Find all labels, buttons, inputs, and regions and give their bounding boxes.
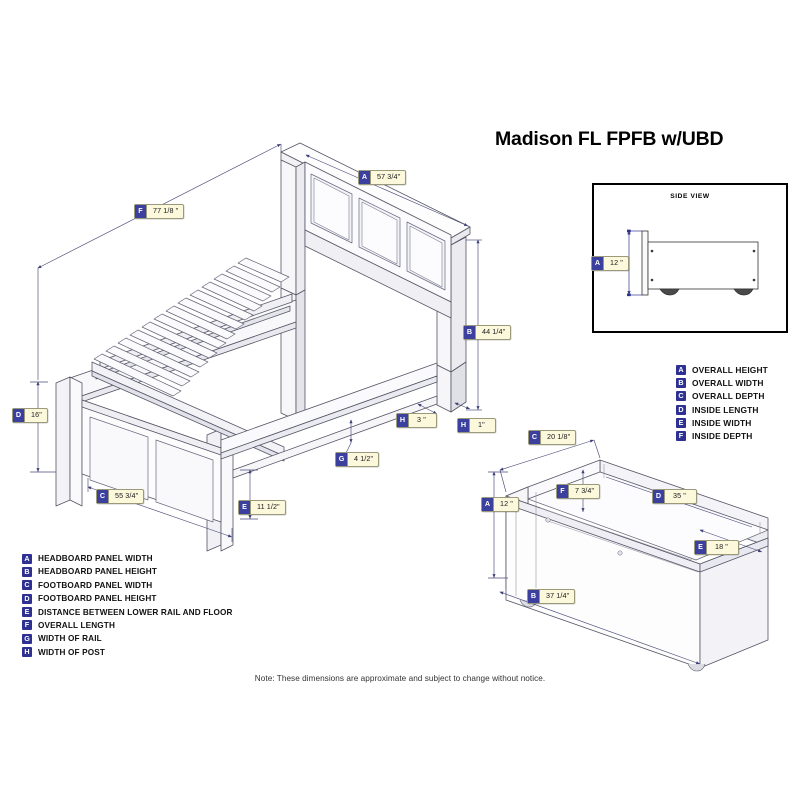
callout-value: 7 3/4" (575, 486, 595, 495)
callout-headboard-panel-height: B 44 1/4" (463, 325, 512, 340)
legend-item: C FOOTBOARD PANEL WIDTH (22, 580, 233, 591)
legend-badge: D (676, 404, 686, 415)
callout-value: 37 1/4" (546, 591, 570, 600)
callout-headboard-panel-width: A 57 3/4" (358, 170, 407, 185)
callout-letter: H (397, 414, 409, 427)
legend-badge: H (22, 647, 32, 658)
drawer-callout-overall-width: B 37 1/4" (527, 589, 576, 604)
legend-label: OVERALL LENGTH (38, 620, 116, 630)
callout-value: 4 1/2" (354, 454, 374, 463)
callout-value: 1" (478, 420, 485, 429)
callout-letter: B (464, 326, 476, 339)
bed-legend: A HEADBOARD PANEL WIDTH B HEADBOARD PANE… (22, 553, 233, 660)
legend-badge: A (676, 364, 686, 375)
callout-footboard-panel-height: D 16" (12, 408, 48, 423)
callout-value: 11 1/2" (257, 502, 280, 511)
callout-letter: A (482, 498, 494, 511)
legend-badge: B (676, 377, 686, 388)
legend-label: INSIDE LENGTH (692, 404, 759, 415)
legend-label: HEADBOARD PANEL HEIGHT (38, 567, 157, 577)
legend-badge: C (22, 580, 32, 591)
legend-badge: G (22, 633, 32, 644)
callout-value: 57 3/4" (377, 172, 401, 181)
callout-letter: D (653, 490, 665, 503)
drawer-callout-inside-depth: F 7 3/4" (556, 484, 601, 499)
legend-label: OVERALL DEPTH (692, 391, 765, 402)
legend-label: WIDTH OF RAIL (38, 634, 102, 644)
legend-badge: F (22, 620, 32, 631)
side-view-callout-overall-height: A 12 " (591, 256, 629, 271)
callout-value: 35 " (673, 491, 686, 500)
legend-badge: E (22, 607, 32, 618)
callout-letter: F (135, 205, 147, 218)
callout-value: 44 1/4" (482, 327, 506, 336)
callout-letter: C (97, 490, 109, 503)
side-view-title: SIDE VIEW (670, 193, 710, 200)
legend-label: WIDTH OF POST (38, 647, 105, 657)
legend-item: B HEADBOARD PANEL HEIGHT (22, 566, 233, 577)
legend-badge: D (22, 593, 32, 604)
legend-item: A OVERALL HEIGHT (676, 364, 768, 375)
callout-overall-length: F 77 1/8 " (134, 204, 185, 219)
callout-letter: H (458, 419, 470, 432)
callout-value: 16" (31, 410, 42, 419)
legend-badge: C (676, 391, 686, 402)
page-title: Madison FL FPFB w/UBD (495, 128, 724, 150)
legend-badge: B (22, 566, 32, 577)
callout-letter: C (529, 431, 541, 444)
callout-value: 77 1/8 " (153, 206, 179, 215)
legend-item: H WIDTH OF POST (22, 647, 233, 658)
drawer-callout-inside-length: D 35 " (652, 489, 697, 504)
callout-value: 20 1/8" (547, 432, 571, 441)
legend-item: F INSIDE DEPTH (676, 431, 768, 442)
callout-width-of-post-1in: H 1" (457, 418, 496, 433)
legend-item: B OVERALL WIDTH (676, 377, 768, 388)
legend-label: INSIDE DEPTH (692, 431, 753, 442)
legend-label: DISTANCE BETWEEN LOWER RAIL AND FLOOR (38, 607, 233, 617)
legend-item: D INSIDE LENGTH (676, 404, 768, 415)
callout-value: 12 " (610, 258, 623, 267)
legend-badge: E (676, 418, 686, 429)
legend-item: D FOOTBOARD PANEL HEIGHT (22, 593, 233, 604)
callout-width-of-post-3in: H 3 " (396, 413, 437, 428)
callout-value: 12 " (500, 499, 513, 508)
footer-note: Note: These dimensions are approximate a… (254, 674, 546, 683)
legend-label: FOOTBOARD PANEL HEIGHT (38, 594, 157, 604)
callout-value: 3 " (417, 415, 426, 424)
callout-letter: A (359, 171, 371, 184)
callout-value: 55 3/4" (115, 491, 139, 500)
drawer-callout-inside-width: E 18 " (694, 540, 739, 555)
legend-badge: F (676, 431, 686, 442)
side-view-inset: SIDE VIEW (591, 183, 788, 333)
legend-item: G WIDTH OF RAIL (22, 633, 233, 644)
callout-letter: D (13, 409, 25, 422)
legend-label: HEADBOARD PANEL WIDTH (38, 554, 153, 563)
legend-item: C OVERALL DEPTH (676, 391, 768, 402)
legend-item: F OVERALL LENGTH (22, 620, 233, 631)
callout-value: 18 " (715, 542, 728, 551)
callout-footboard-panel-width: C 55 3/4" (96, 489, 145, 504)
callout-letter: E (239, 501, 251, 514)
drawer-legend: A OVERALL HEIGHT B OVERALL WIDTH C OVERA… (676, 364, 768, 444)
legend-label: OVERALL HEIGHT (692, 364, 768, 375)
legend-badge: A (22, 553, 32, 564)
callout-letter: B (528, 590, 540, 603)
legend-item: A HEADBOARD PANEL WIDTH (22, 553, 233, 564)
legend-item: E DISTANCE BETWEEN LOWER RAIL AND FLOOR (22, 607, 233, 618)
callout-letter: A (592, 257, 604, 270)
legend-label: FOOTBOARD PANEL WIDTH (38, 580, 153, 590)
legend-label: INSIDE WIDTH (692, 418, 752, 429)
callout-letter: E (695, 541, 707, 554)
callout-width-of-rail: G 4 1/2" (335, 452, 380, 467)
callout-letter: G (336, 453, 348, 466)
legend-item: E INSIDE WIDTH (676, 418, 768, 429)
callout-lower-rail-to-floor: E 11 1/2" (238, 500, 286, 515)
callout-letter: F (557, 485, 569, 498)
drawer-callout-overall-height: A 12 " (481, 497, 519, 512)
side-view-drawing (627, 229, 759, 297)
drawer-callout-overall-depth: C 20 1/8" (528, 430, 577, 445)
legend-label: OVERALL WIDTH (692, 377, 764, 388)
